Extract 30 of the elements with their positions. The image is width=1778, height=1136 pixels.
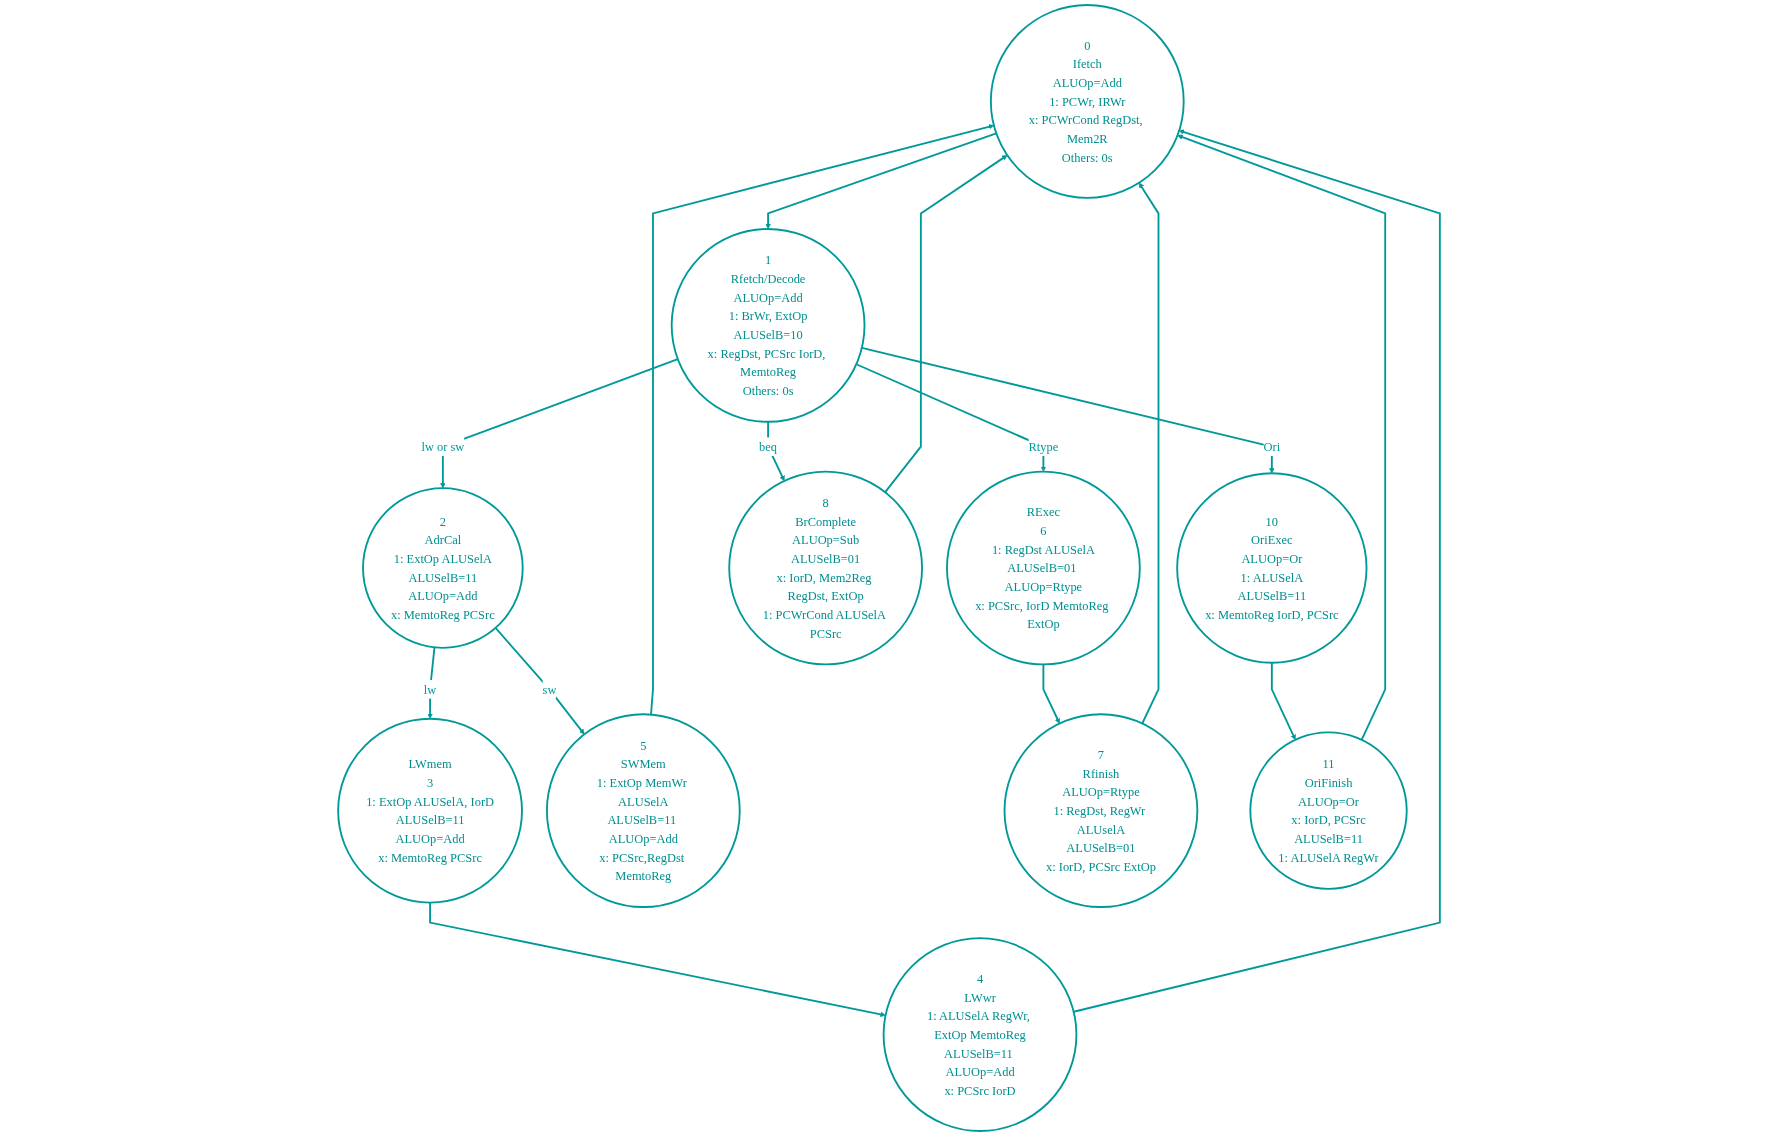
edge-label: beq: [759, 439, 778, 454]
edge-label: lw or sw: [421, 439, 465, 454]
node-circle: LWmem 3 1: ExtOp ALUSelA, IorD ALUSelB=11 ALUOp=Add x: MemtoReg PCSrc: [337, 717, 523, 904]
node-circle: 11 OriFinish ALUOp=Or x: IorD, PCSrc ALUSelB=11 1: ALUSelA RegWr: [1249, 731, 1408, 890]
edge-label: Rtype: [1028, 439, 1059, 454]
edge-label: lw: [423, 682, 437, 697]
edge-label: Ori: [1263, 439, 1281, 454]
arrow: [1138, 182, 1160, 725]
node-circle: 8 BrComplete ALUOp=Sub ALUSelB=01 x: IorD, Mem2Reg RegDst, ExtOp 1: PCWrCond ALUSelA PCSrc: [728, 470, 923, 666]
node-circle: 2 AdrCal 1: ExtOp ALUSelA ALUSelB=11 ALUOp=Add x: MemtoReg PCSrc: [362, 487, 524, 649]
node-circle: 7 Rfinish ALUOp=Rtype 1: RegDst, RegWr ALUselA ALUSelB=01 x: IorD, PCSrc ExtOp: [1003, 713, 1199, 908]
node-circle: 4 LWwr 1: ALUSelA RegWr, ExtOp MemtoReg ALUSelB=11 ALUOp=Add x: PCSrc IorD: [882, 937, 1078, 1132]
arrow: [427, 646, 436, 719]
arrow: [855, 363, 1047, 472]
arrow: [884, 155, 1008, 494]
arrow: [767, 420, 785, 482]
node-circle: 5 SWMem 1: ExtOp MemWr ALUSelA ALUSelB=11 ALUOp=Add x: PCSrc,RegDst MemtoReg: [545, 713, 741, 908]
node-circle: 10 OriExec ALUOp=Or 1: ALUSelA ALUSelB=11 x: MemtoReg IorD, PCSrc: [1176, 472, 1368, 664]
node-circle: RExec 6 1: RegDst ALUSelA ALUSelB=01 ALUOp=Rtype x: PCSrc, IorD MemtoReg ExtOp: [946, 470, 1141, 666]
arrow: [494, 627, 585, 735]
edge-label: sw: [542, 682, 557, 697]
arrow: [429, 901, 886, 1018]
arrow: [1042, 663, 1060, 724]
arrow: [440, 358, 679, 489]
arrow: [765, 132, 998, 230]
node-circle: 1 Rfetch/Decode ALUOp=Add 1: BrWr, ExtOp ALUSelB=10 x: RegDst, PCSrc IorD, MemtoReg Others: 0s: [670, 228, 866, 423]
arrow: [1177, 134, 1387, 741]
arrow: [1270, 661, 1296, 741]
node-circle: 0 Ifetch ALUOp=Add 1: PCWr, IRWr x: PCWrCond RegDst, Mem2R Others: 0s: [989, 4, 1185, 199]
arrow: [650, 124, 995, 716]
